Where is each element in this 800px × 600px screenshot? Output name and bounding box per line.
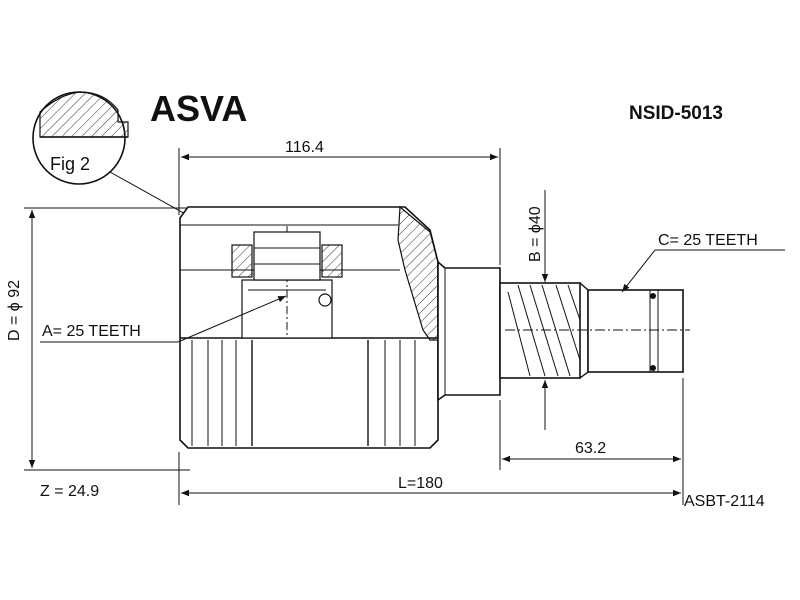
dimension-shaft-diameter: B = ϕ40: [527, 190, 549, 430]
dimension-63-2: 63.2: [499, 378, 684, 505]
dim-total-length-label: L=180: [398, 475, 443, 492]
dimension-116-4: 116.4: [178, 139, 501, 265]
housing-stem: [437, 260, 501, 402]
dim-116-4-label: 116.4: [285, 139, 324, 156]
outer-teeth-annotation: C= 25 TEETH: [621, 232, 785, 293]
brand-logo-text: ASVA: [150, 88, 247, 129]
cross-reference-label: ASBT-2114: [684, 493, 765, 510]
dim-outer-diameter-label: D = ϕ 92: [6, 280, 23, 341]
dim-63-2-label: 63.2: [575, 440, 606, 457]
part-number: NSID-5013: [629, 103, 723, 124]
fig-label: Fig 2: [50, 154, 90, 174]
dim-shaft-diameter-label: B = ϕ40: [527, 206, 544, 262]
fig-detail-circle: Fig 2: [32, 91, 326, 293]
output-shaft: [499, 282, 690, 379]
inner-teeth-label: A= 25 TEETH: [42, 323, 141, 340]
z-value-label: Z = 24.9: [40, 483, 99, 500]
outer-teeth-label: C= 25 TEETH: [658, 232, 758, 249]
inner-teeth-annotation: A= 25 TEETH: [40, 295, 287, 343]
dimension-total-length: L=180: [178, 452, 681, 505]
housing-body: [179, 205, 439, 449]
